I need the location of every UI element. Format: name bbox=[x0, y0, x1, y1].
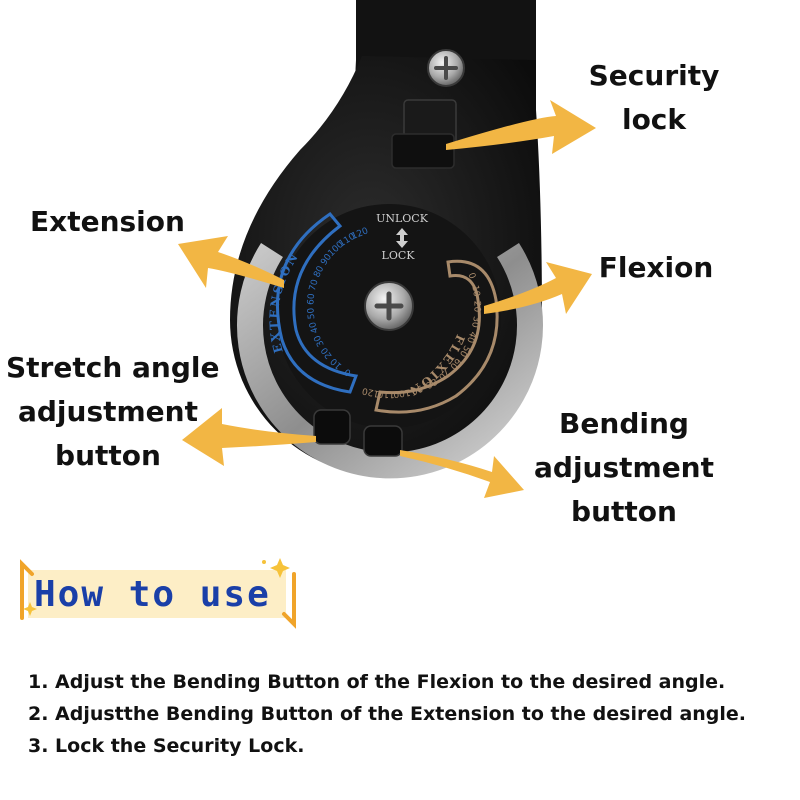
stretch-button-callout: Stretch angle adjustment button bbox=[6, 351, 220, 472]
how-to-use-badge bbox=[20, 558, 296, 629]
flexion-tick-label: 0 bbox=[466, 272, 477, 281]
stretch-adjustment-button bbox=[313, 409, 351, 445]
flexion-tick-label: 30 bbox=[469, 315, 481, 328]
flexion-tick-label: 120 bbox=[361, 385, 380, 398]
flexion-tick-label: 20 bbox=[471, 301, 481, 313]
extension-tick-label: 40 bbox=[308, 320, 321, 334]
extension-tick-label: 50 bbox=[306, 307, 317, 320]
extension-tick-label: 80 bbox=[312, 264, 326, 279]
sparkle-dot-icon bbox=[262, 560, 266, 564]
sparkle-small-icon bbox=[23, 602, 37, 616]
security-lock-arrow-icon bbox=[446, 100, 596, 154]
extension-tick-label: 30 bbox=[312, 333, 326, 348]
flexion-tick-label: 110 bbox=[377, 388, 395, 399]
flexion-tick-label: 10 bbox=[469, 285, 481, 298]
lock-label: LOCK bbox=[382, 249, 416, 262]
extension-tick-label: 70 bbox=[308, 278, 321, 292]
badge-background bbox=[28, 570, 286, 618]
badge-bracket-left bbox=[20, 559, 34, 620]
flexion-callout: Flexion bbox=[598, 251, 714, 284]
flexion-tick-label: 100 bbox=[392, 386, 411, 398]
bending-button-arrow-icon bbox=[400, 450, 524, 498]
extension-tick-label: 0 bbox=[343, 366, 353, 378]
sparkle-icon bbox=[270, 558, 290, 578]
extension-arrow-icon bbox=[178, 236, 284, 288]
hinge-illustration: UNLOCK LOCK 1201101009080706050403020100… bbox=[178, 0, 596, 498]
instruction-step: 2. Adjustthe Bending Button of the Exten… bbox=[28, 703, 747, 725]
metal-ring bbox=[237, 243, 543, 479]
lock-updown-arrow-icon bbox=[396, 228, 408, 248]
how-to-use-title: How to use bbox=[34, 574, 271, 615]
flexion-tick-label: 90 bbox=[409, 382, 423, 395]
security-lock-slider bbox=[391, 99, 457, 169]
bending-button-callout: Bending adjustment button bbox=[534, 407, 715, 528]
badge-bracket-right bbox=[282, 572, 296, 629]
flexion-arrow-icon bbox=[484, 262, 592, 314]
flexion-tick-label: 40 bbox=[464, 330, 477, 345]
instruction-step: 3. Lock the Security Lock. bbox=[28, 735, 305, 757]
security-lock-callout: Security lock bbox=[588, 59, 720, 136]
center-screw-icon bbox=[364, 281, 414, 331]
extension-tick-label: 60 bbox=[306, 293, 317, 306]
bending-adjustment-button bbox=[363, 425, 403, 457]
unlock-label: UNLOCK bbox=[376, 212, 429, 225]
top-screw-icon bbox=[427, 49, 465, 87]
stretch-button-arrow-icon bbox=[182, 408, 316, 466]
extension-callout: Extension bbox=[30, 205, 185, 238]
flexion-tick-label: 80 bbox=[423, 376, 438, 390]
instruction-steps: 1. Adjust the Bending Button of the Flex… bbox=[28, 666, 798, 762]
instruction-step: 1. Adjust the Bending Button of the Flex… bbox=[28, 671, 726, 693]
